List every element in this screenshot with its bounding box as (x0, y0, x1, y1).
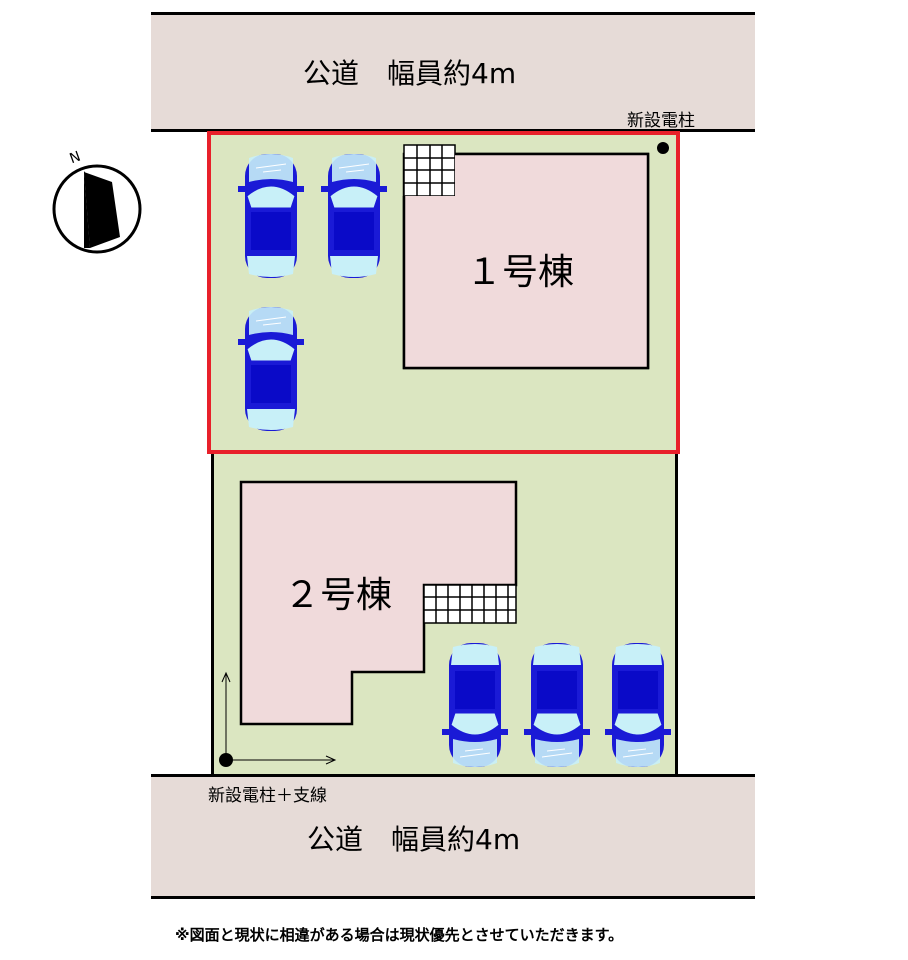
pole-top-icon (657, 142, 669, 154)
disclaimer-note: ※図面と現状に相違がある場合は現状優先とさせていただきます。 (175, 926, 624, 944)
car-5 (524, 643, 590, 767)
pole-bottom-label: 新設電柱＋支線 (208, 786, 327, 806)
house-2-label: ２号棟 (284, 575, 393, 616)
pole-top-label: 新設電柱 (627, 111, 695, 131)
lot-1-highlight (207, 131, 680, 454)
car-4 (442, 643, 508, 767)
bottom-road-label: 公道 幅員約4m (307, 823, 521, 856)
car-6 (605, 643, 671, 767)
house-1-stairs (403, 144, 456, 197)
house-1-label: １号棟 (466, 252, 575, 293)
top-road-label: 公道 幅員約4m (303, 57, 517, 90)
bottom-road (151, 774, 755, 899)
house-2-stairs (423, 584, 517, 624)
top-road (151, 12, 755, 132)
guy-wire-arrows (221, 671, 337, 765)
house-2-outline (239, 480, 518, 726)
compass-icon (52, 164, 142, 254)
